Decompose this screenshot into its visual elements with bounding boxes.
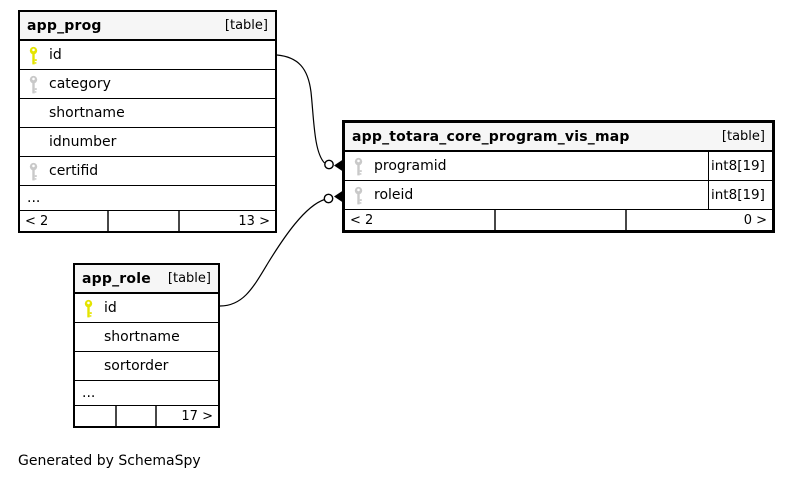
foreign-key-icon [353,186,364,205]
table-footer: < 2 13 > [20,211,275,231]
foreign-key-icon [353,157,364,176]
column-row: roleid int8[19] [345,181,772,210]
column-name: category [49,76,111,92]
column-name: shortname [104,329,180,345]
footer-middle-cell [106,211,178,231]
table-title: app_totara_core_program_vis_map [352,128,630,145]
more-columns-indicator: ... [20,186,275,211]
footer-middle-cell [115,406,155,426]
more-columns-indicator: ... [75,381,218,406]
primary-key-icon [28,46,39,65]
relationship-app-prog-id-to-programid [276,54,343,172]
column-name: idnumber [49,134,117,150]
column-type: int8[19] [708,152,772,180]
column-row: shortname [20,99,275,128]
footer-right-stat: 13 > [178,211,275,231]
foreign-key-icon [28,75,39,94]
footer-right-stat: 17 > [155,406,218,426]
column-row: programid int8[19] [345,152,772,181]
column-row: id [75,294,218,323]
table-title: app_prog [27,17,102,34]
column-name: shortname [49,105,125,121]
table-app-role[interactable]: app_role [table] id shortname sortorder … [73,263,220,428]
column-name: programid [374,158,447,174]
foreign-key-icon [28,162,39,181]
table-header[interactable]: app_totara_core_program_vis_map [table] [345,123,772,152]
table-header[interactable]: app_prog [table] [20,12,275,41]
footer-left-stat: < 2 [350,212,374,228]
table-app-prog[interactable]: app_prog [table] id category shortname i… [18,10,277,233]
column-name: sortorder [104,358,169,374]
column-name: id [104,300,117,316]
column-row: idnumber [20,128,275,157]
footer-right-stat: 0 > [624,210,772,230]
column-name: roleid [374,187,414,203]
column-icon-spacer [28,104,39,123]
cardinality-circle [323,193,334,204]
column-icon-spacer [83,328,94,347]
generated-by-credit: Generated by SchemaSpy [18,453,201,469]
table-footer: < 2 0 > [345,210,772,230]
table-title: app_role [82,270,151,287]
column-row: shortname [75,323,218,352]
column-name: certifid [49,163,99,179]
table-footer: 17 > [75,406,218,426]
column-name: id [49,47,62,63]
footer-left-stat [75,406,115,426]
table-app-totara-core-program-vis-map[interactable]: app_totara_core_program_vis_map [table] … [342,120,775,233]
relationship-line [276,54,325,164]
footer-left-stat: < 2 [25,213,49,229]
column-icon-spacer [28,133,39,152]
table-tag: [table] [224,18,268,33]
column-type: int8[19] [708,181,772,209]
column-row: certifid [20,157,275,186]
column-row: id [20,41,275,70]
primary-key-icon [83,299,94,318]
column-row: category [20,70,275,99]
cardinality-circle [324,159,334,170]
table-tag: [table] [167,271,211,286]
table-tag: [table] [721,129,765,144]
column-row: sortorder [75,352,218,381]
table-header[interactable]: app_role [table] [75,265,218,294]
column-icon-spacer [83,357,94,376]
footer-middle-cell [494,210,624,230]
